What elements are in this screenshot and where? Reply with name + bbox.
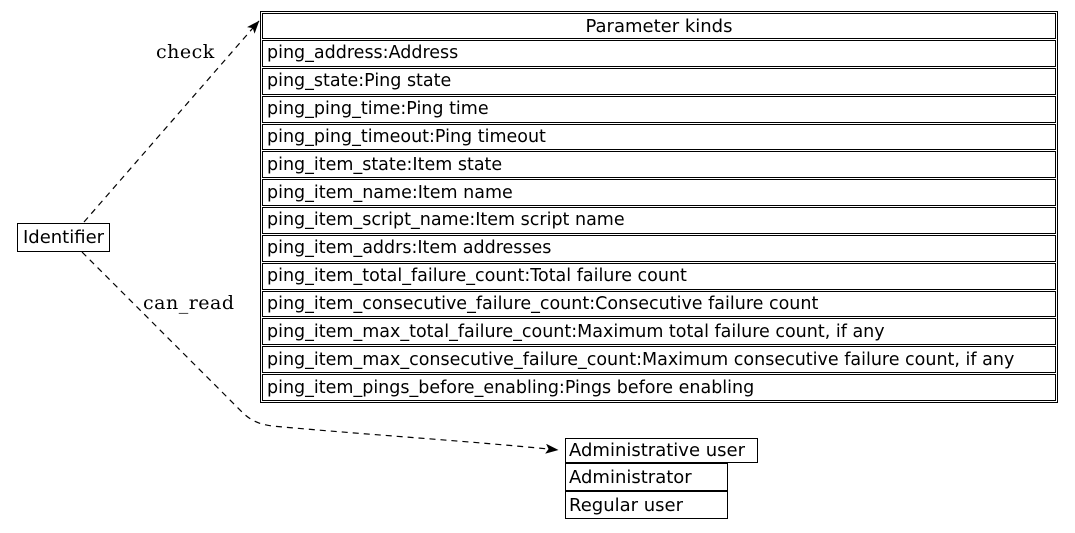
parameter-row: ping_item_consecutive_failure_count:Cons… — [262, 290, 1056, 318]
parameter-kinds-rows: ping_address:Address ping_state:Ping sta… — [262, 39, 1056, 401]
parameter-row: ping_item_state:Item state — [262, 151, 1056, 179]
parameter-row: ping_item_script_name:Item script name — [262, 207, 1056, 234]
user-row: Administrator — [565, 463, 728, 491]
node-identifier: Identifier — [17, 223, 110, 252]
parameter-row: ping_state:Ping state — [262, 67, 1056, 95]
user-kinds-table: Administrative user Administrator Regula… — [565, 438, 758, 519]
parameter-row: ping_item_max_consecutive_failure_count:… — [262, 346, 1056, 374]
edge-label-can-read: can_read — [143, 292, 235, 314]
parameter-row: ping_ping_time:Ping time — [262, 95, 1056, 123]
parameter-row: ping_ping_timeout:Ping timeout — [262, 123, 1056, 151]
parameter-row: ping_item_total_failure_count:Total fail… — [262, 262, 1056, 290]
parameter-kinds-title: Parameter kinds — [262, 13, 1056, 39]
parameter-row: ping_item_max_total_failure_count:Maximu… — [262, 318, 1056, 346]
parameter-row: ping_item_pings_before_enabling:Pings be… — [262, 374, 1056, 401]
parameter-kinds-table: Parameter kinds ping_address:Address pin… — [260, 11, 1058, 403]
parameter-row: ping_address:Address — [262, 40, 1056, 67]
parameter-row: ping_item_addrs:Item addresses — [262, 234, 1056, 262]
user-row: Regular user — [565, 491, 728, 519]
user-kinds-rows: Administrator Regular user — [565, 463, 728, 519]
edge-label-check: check — [156, 41, 215, 63]
parameter-row: ping_item_name:Item name — [262, 179, 1056, 207]
user-kinds-header: Administrative user — [565, 438, 758, 463]
